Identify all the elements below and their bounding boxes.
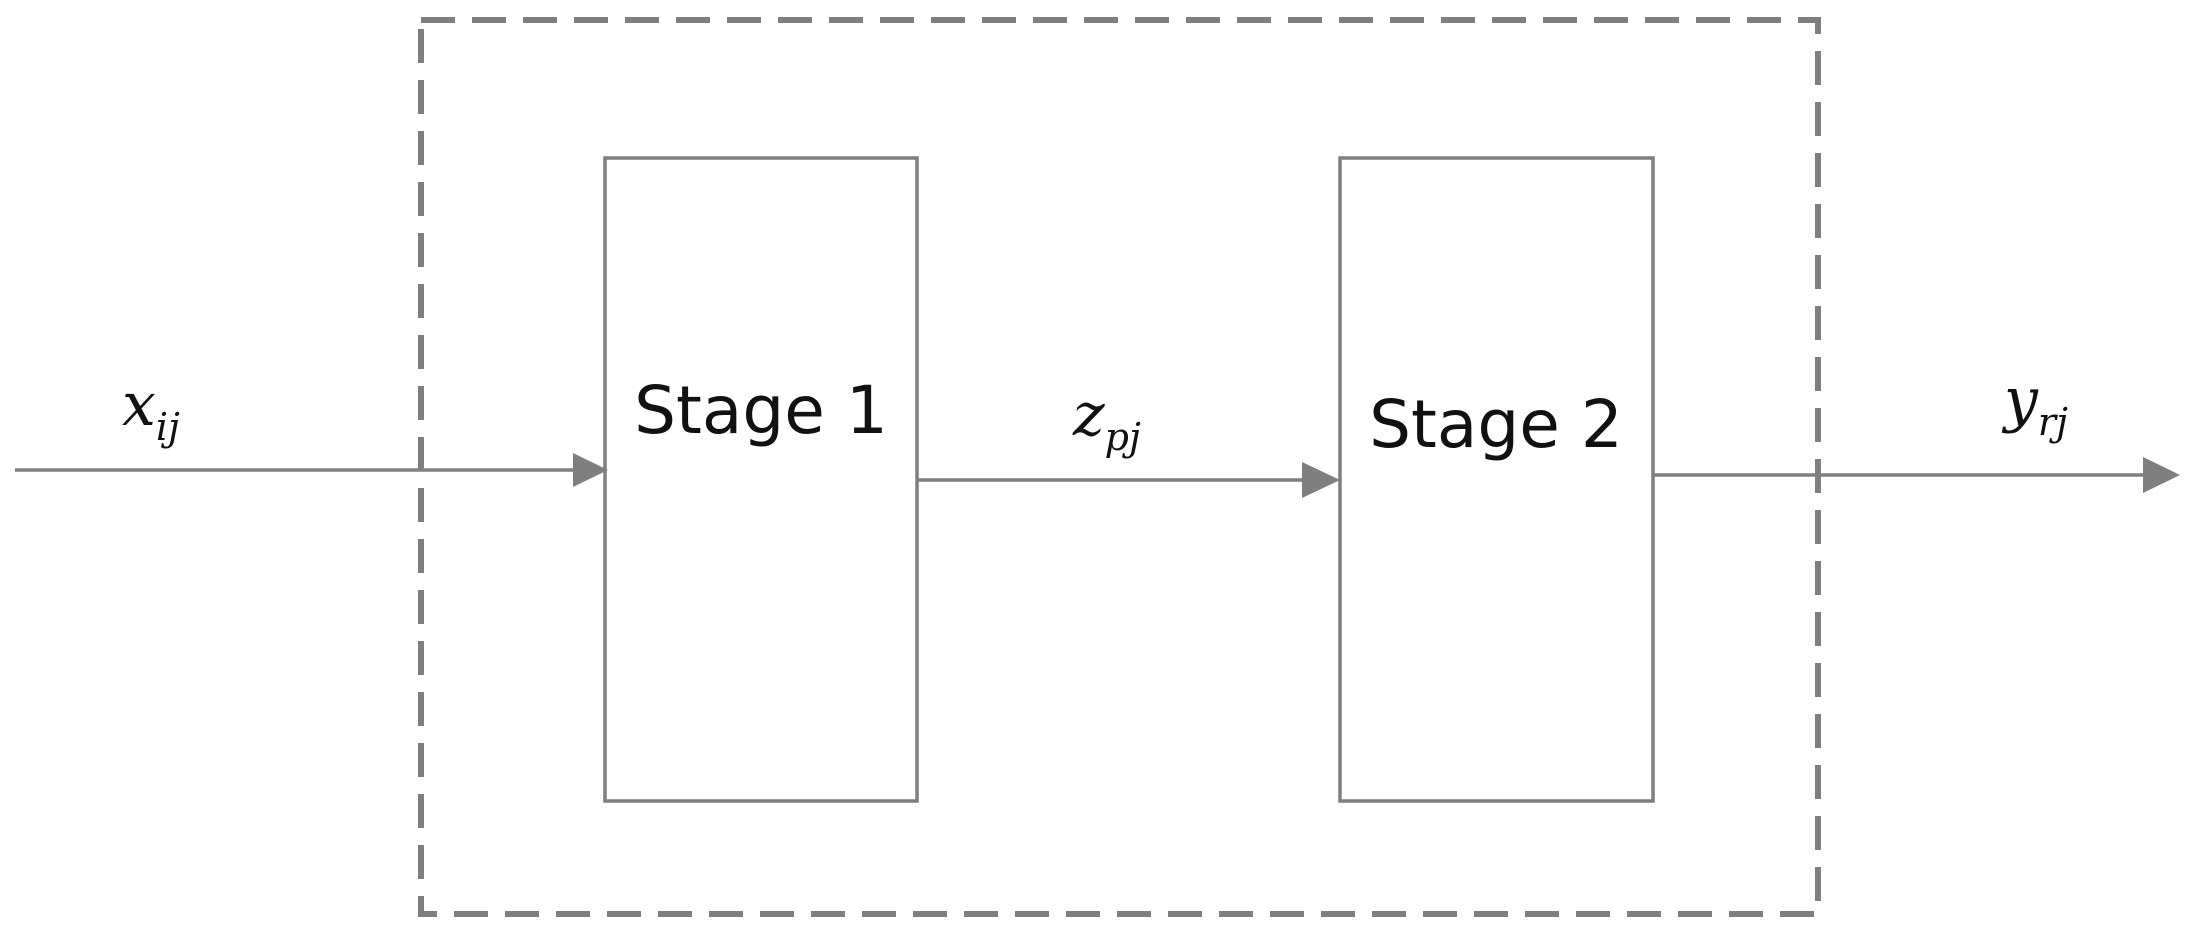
intermediate-variable-subscript: pj — [1105, 415, 1141, 459]
intermediate-variable-label: zpj — [1072, 380, 1141, 459]
input-arrowhead — [573, 453, 608, 487]
output-variable-label: yrj — [2001, 365, 2068, 444]
stage-2-label: Stage 2 — [1369, 386, 1623, 463]
output-arrowhead — [2143, 457, 2180, 493]
output-variable-symbol: y — [2001, 365, 2039, 435]
stage-2-box — [1338, 156, 1655, 803]
intermediate-variable-symbol: z — [1072, 380, 1105, 450]
stage-1-label: Stage 1 — [634, 372, 888, 449]
input-variable-subscript: ij — [156, 405, 180, 449]
output-variable-subscript: rj — [2038, 400, 2068, 444]
input-variable-label: xij — [122, 370, 180, 449]
stage-1-box — [603, 156, 919, 803]
intermediate-arrowhead — [1302, 462, 1340, 498]
input-variable-symbol: x — [122, 370, 156, 440]
system-boundary — [418, 17, 1821, 917]
